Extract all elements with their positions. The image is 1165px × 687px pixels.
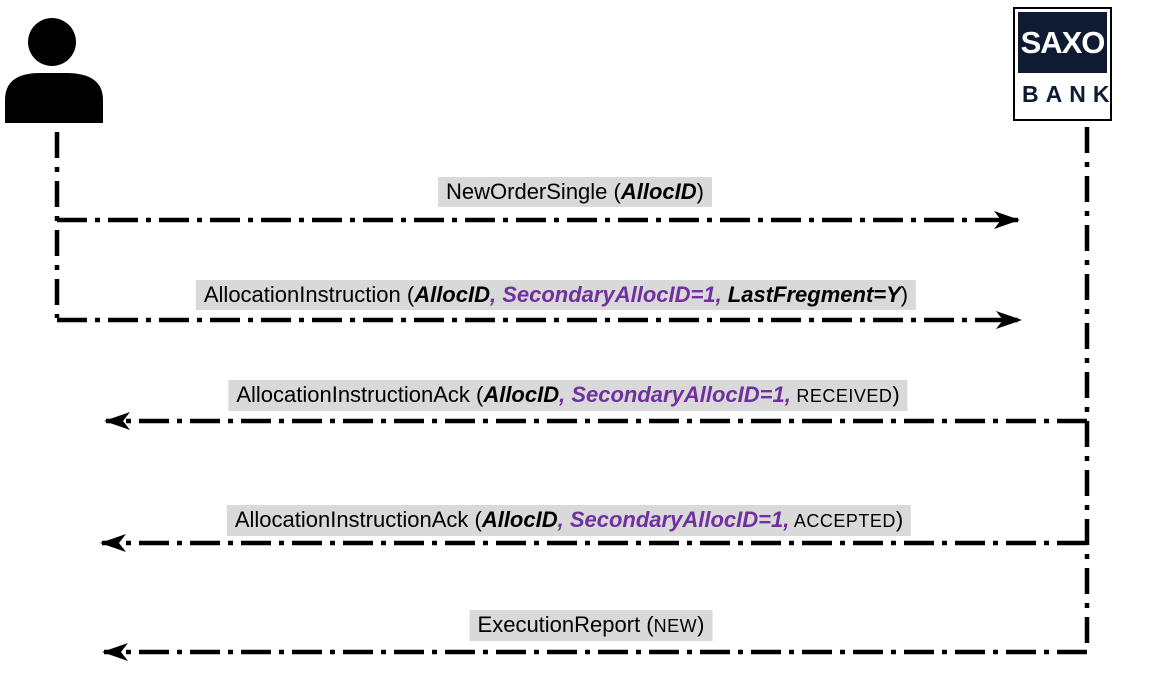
message-text: , SecondaryAllocID=1,: [489, 282, 722, 307]
message-text: AllocationInstructionAck (: [236, 382, 484, 407]
message-label-allocation-ack-accepted: AllocationInstructionAck (AllocID, Secon…: [226, 505, 912, 536]
message-text: , SecondaryAllocID=1,: [559, 382, 791, 407]
message-text: AllocationInstruction (: [203, 282, 415, 307]
message-text: AllocID: [414, 282, 490, 307]
message-text: AllocID: [483, 382, 560, 407]
message-label-new-order-single: NewOrderSingle (AllocID): [438, 177, 712, 207]
message-text: NewOrderSingle (: [446, 179, 621, 204]
message-text: ): [696, 179, 704, 204]
message-text: , SecondaryAllocID=1,: [557, 507, 790, 532]
message-text: LastFregment=Y: [721, 282, 901, 307]
message-label-allocation-instruction: AllocationInstruction (AllocID, Secondar…: [195, 280, 917, 310]
message-text: NEW: [653, 616, 698, 636]
person-icon: [5, 18, 103, 123]
message-label-allocation-ack-received: AllocationInstructionAck (AllocID, Secon…: [228, 380, 908, 411]
message-text: RECEIVED: [790, 386, 893, 406]
message-text: ): [900, 282, 909, 307]
message-text: ): [697, 612, 705, 637]
message-text: ): [892, 382, 900, 407]
message-text: AllocID: [481, 507, 558, 532]
message-text: ExecutionReport (: [477, 612, 654, 637]
message-label-execution-report: ExecutionReport (NEW): [469, 610, 713, 641]
message-text: AllocID: [620, 179, 697, 204]
saxo-bank-logo-bottom: BANK: [1022, 81, 1117, 107]
message-text: ): [895, 507, 904, 532]
saxo-bank-logo: SAXO BANK: [1013, 7, 1112, 121]
message-text: AllocationInstructionAck (: [234, 507, 482, 532]
message-text: ACCEPTED: [789, 511, 896, 531]
saxo-bank-logo-top: SAXO: [1018, 12, 1107, 73]
